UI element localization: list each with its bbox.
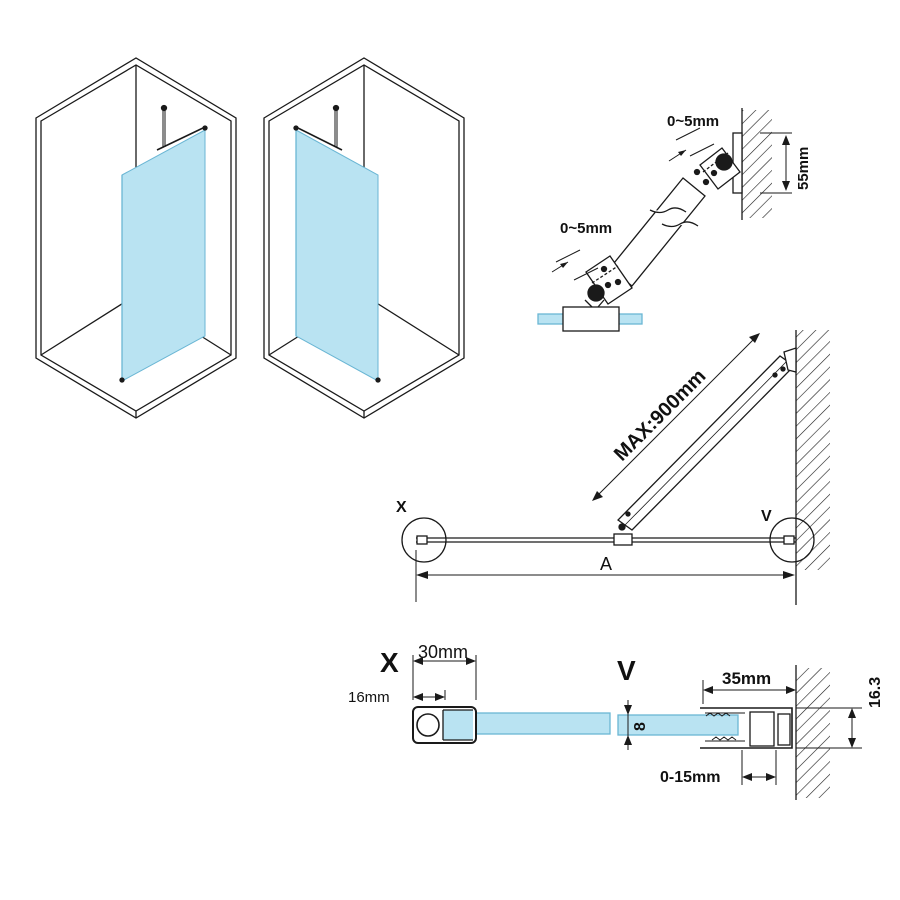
detail-v-marker: V [761, 508, 772, 525]
section-v-title: V [617, 655, 636, 686]
glass-panel-left [121, 129, 206, 382]
section-x-depth-label: 16mm [348, 689, 390, 706]
room-view-left [35, 57, 237, 419]
section-x [412, 655, 611, 744]
span-a-label: A [600, 554, 612, 574]
room-view-right [263, 57, 465, 419]
wall-height-label: 55mm [795, 147, 812, 190]
section-v-glass-label: 8 [632, 722, 649, 731]
section-v-adjust-label: 0-15mm [660, 769, 720, 786]
section-v-height-label: 16.3 [867, 677, 884, 708]
arm-gap-top-label: 0~5mm [667, 113, 719, 130]
wall-bracket [732, 132, 743, 194]
arm-detail [537, 108, 792, 332]
detail-x-marker: X [396, 499, 407, 516]
section-v-profile-label: 35mm [722, 669, 771, 688]
glass-clamp [562, 306, 620, 332]
section-x-title: X [380, 647, 399, 678]
glass-panel-right [295, 129, 379, 382]
arm-gap-bottom-label: 0~5mm [560, 220, 612, 237]
wall-profile-v [700, 707, 793, 749]
section-x-width-label: 30mm [418, 642, 468, 662]
section-v [617, 665, 862, 800]
plan-view [401, 330, 830, 605]
